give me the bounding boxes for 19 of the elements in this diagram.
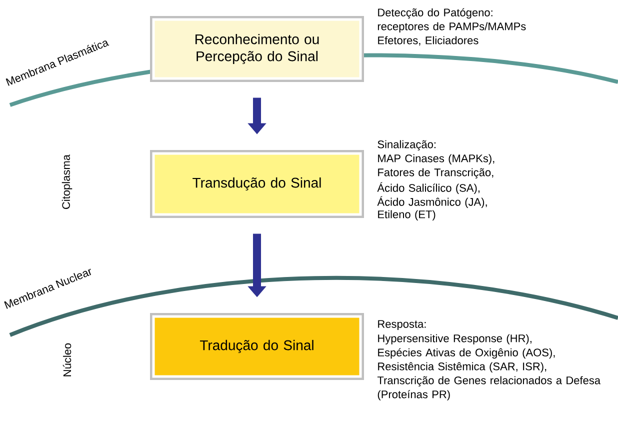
annotation-text: Ácido Jasmônico (JA), xyxy=(377,196,487,208)
process-box: Reconhecimento ou Percepção do Sinal xyxy=(150,16,364,82)
annotation-text: MAP Cinases (MAPKs), xyxy=(378,154,494,164)
annotation-text: Sinalização: xyxy=(378,140,436,150)
annotation-text: receptores de PAMPs/MAMPs xyxy=(378,22,526,32)
process-box: Tradução do Sinal xyxy=(150,313,364,380)
process-box: Transdução do Sinal xyxy=(150,150,364,218)
region-label: Citoplasma xyxy=(62,154,72,209)
annotation-text: Espécies Ativas de Oxigênio (AOS), xyxy=(378,348,555,359)
region-label: Núcleo xyxy=(62,343,72,376)
annotation-text: Detecção do Patógeno: xyxy=(378,8,492,19)
annotation-text: Resistência Sistêmica (SAR, ISR), xyxy=(378,362,546,372)
annotation-text: Transcrição de Genes relacionados a Defesa (Proteínas PR) xyxy=(377,376,601,400)
annotation-text: Fatores de Transcrição, xyxy=(378,168,494,178)
annotation-text: Hypersensitive Response (HR), xyxy=(378,334,532,344)
annotation-text: Resposta: xyxy=(378,320,426,330)
annotation-text: Etileno (ET) xyxy=(378,210,436,220)
annotation-text: Efetores, Eliciadores xyxy=(378,36,478,46)
annotation-text: Ácido Salicílico (SA), xyxy=(377,182,480,194)
